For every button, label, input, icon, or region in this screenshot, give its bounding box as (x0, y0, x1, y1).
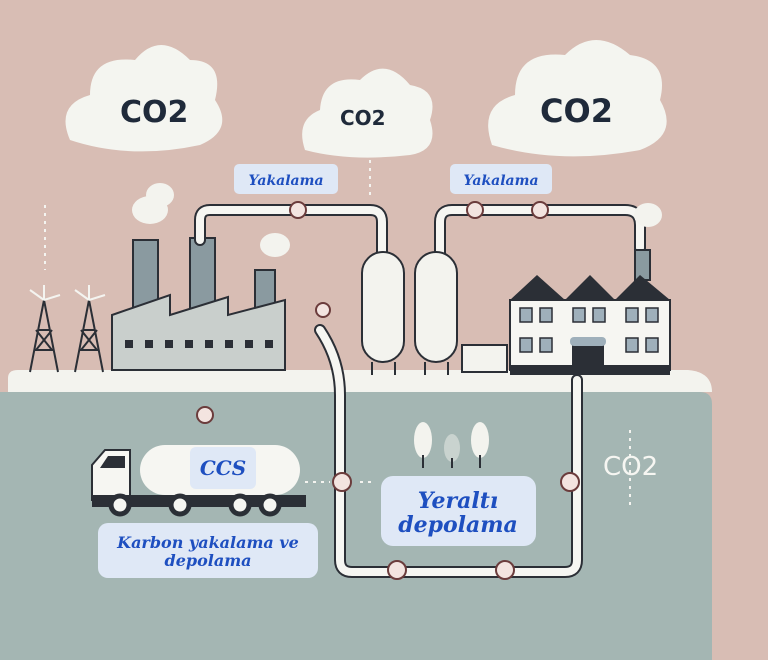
pipe-valves (196, 201, 580, 580)
small-building (461, 344, 508, 373)
label-text: depolama (398, 512, 518, 538)
cloud-left: CO2 (65, 45, 223, 152)
label-text: depolama (165, 551, 252, 570)
cloud-middle: CO2 (302, 68, 433, 158)
trees (414, 422, 489, 468)
label-capture-right: Yakalama (450, 164, 552, 194)
storage-tanks (361, 251, 458, 375)
label-text: Yakalama (248, 173, 323, 189)
label-text: CCS (200, 456, 246, 480)
cloud-right: CO2 (488, 40, 667, 157)
facility-building (509, 203, 671, 375)
cloud-co2-label: CO2 (540, 92, 613, 130)
label-underground-storage: Yeraltı depolama (381, 476, 536, 546)
label-text: Yakalama (463, 173, 538, 189)
label-capture-left: Yakalama (234, 164, 338, 194)
ground (0, 370, 712, 660)
label-text: Karbon yakalama ve (116, 533, 299, 552)
label-ccs-full: Karbon yakalama ve depolama (98, 523, 318, 578)
wind-pylons (29, 285, 106, 373)
dotted-guides (44, 160, 631, 510)
cloud-co2-label: CO2 (340, 106, 386, 130)
underground-co2-label: CO2 (603, 452, 658, 482)
label-text: Yeraltı (418, 488, 499, 514)
label-ccs: CCS (190, 447, 256, 489)
cloud-co2-label: CO2 (120, 95, 188, 130)
factory (111, 183, 290, 371)
